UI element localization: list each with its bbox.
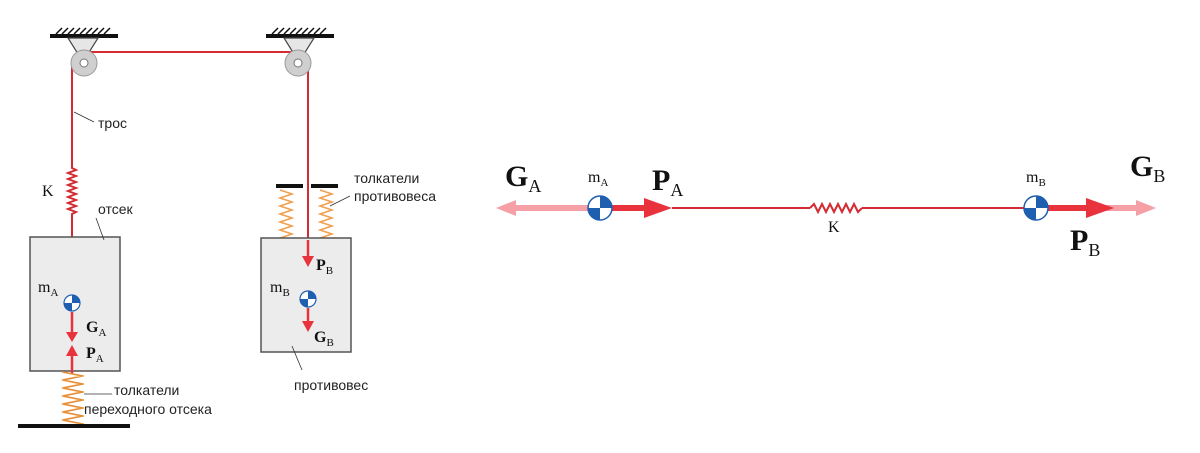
cable-leader [73, 111, 95, 123]
force-pa-label: PA [86, 345, 104, 365]
counterweight-leader [291, 345, 303, 371]
right-force-pb-label: PB [1070, 224, 1100, 260]
right-mass-a-symbol [587, 195, 613, 221]
counterweight-pushers-label-2: противовеса [354, 188, 436, 204]
mass-b-label: mB [270, 279, 290, 299]
mass-b-symbol [299, 290, 317, 308]
force-gb-label: GB [314, 329, 334, 349]
compartment-leader [95, 217, 105, 241]
spring-k-label: K [42, 183, 54, 200]
cable-label: трос [98, 115, 127, 131]
mass-a-symbol [63, 294, 81, 312]
right-force-pa-label: PA [652, 164, 683, 200]
right-mass-b-symbol [1023, 195, 1049, 221]
pulley-left [70, 49, 98, 77]
right-force-gb-label: GB [1130, 150, 1165, 186]
right-force-ga-label: GA [505, 160, 541, 196]
counterweight-label: противовес [294, 377, 368, 393]
compartment-label: отсек [98, 201, 134, 217]
mass-a-label: mA [38, 279, 58, 299]
right-cable [672, 201, 1024, 215]
counterweight-pushers-springs [277, 189, 335, 239]
force-ga-label: GA [86, 319, 106, 339]
cable [65, 51, 309, 300]
transition-pushers-spring [61, 371, 85, 425]
right-mass-b-label: mB [1026, 169, 1046, 189]
pulley-right [284, 49, 312, 77]
right-mass-a-label: mA [588, 169, 608, 189]
right-diagram: GA mA PA K mB GB PB [496, 150, 1165, 260]
counterweight-pushers-leader [329, 195, 351, 207]
transition-pushers-label-1: толкатели [114, 382, 179, 398]
ceiling-support-right [266, 27, 334, 64]
force-pb-label: PB [316, 257, 333, 277]
right-spring-k-label: K [828, 219, 840, 236]
counterweight-pushers-label-1: толкатели [354, 170, 419, 186]
left-diagram: трос K отсек mA GA PA толкатели переходн… [18, 27, 436, 428]
transition-pushers-label-2: переходного отсека [84, 401, 212, 417]
